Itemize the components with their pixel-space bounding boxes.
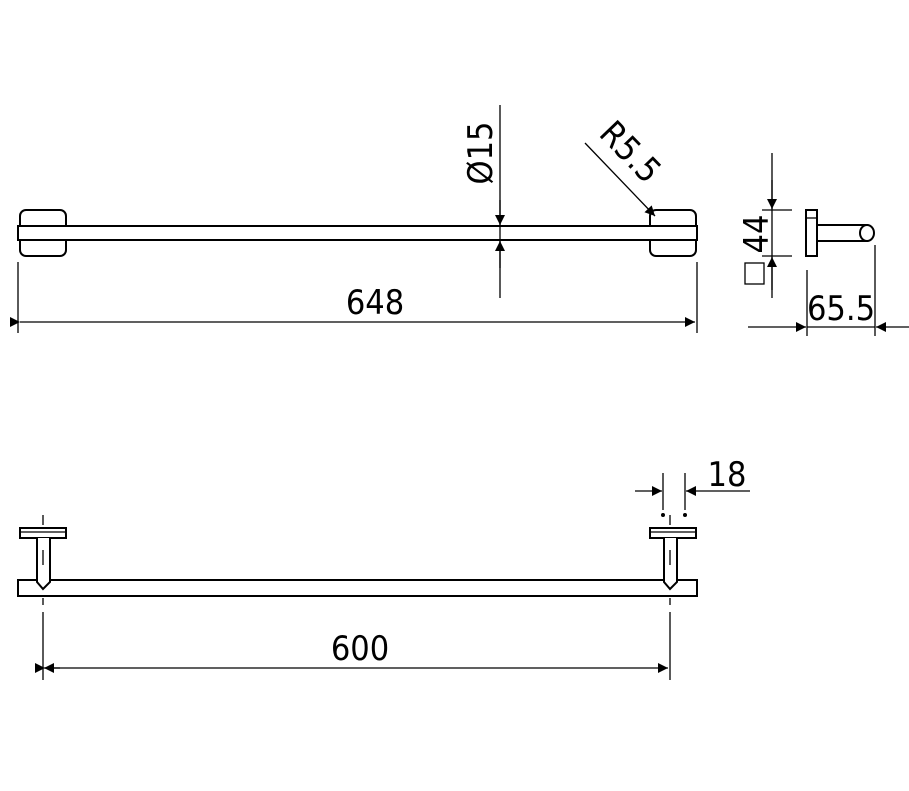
side-view: 44 65.5 [737,153,909,336]
bar-front [17,579,698,597]
right-post [649,515,697,605]
bar [17,225,698,241]
radius-label: R5.5 [591,113,668,191]
diameter-label: Ø15 [461,122,501,185]
front-view: 600 18 [17,455,750,680]
top-view: 648 Ø15 R5.5 [10,105,698,333]
length-label: 648 [346,283,404,323]
plate-size-label: 44 [737,215,777,254]
depth-label: 65.5 [807,289,875,329]
wall-plate [805,209,818,257]
square-symbol [744,262,765,285]
left-post [19,515,67,605]
rod-end [859,224,875,242]
post-width-label: 18 [708,455,747,495]
center-distance-label: 600 [331,629,389,669]
radius-leader [584,142,656,217]
